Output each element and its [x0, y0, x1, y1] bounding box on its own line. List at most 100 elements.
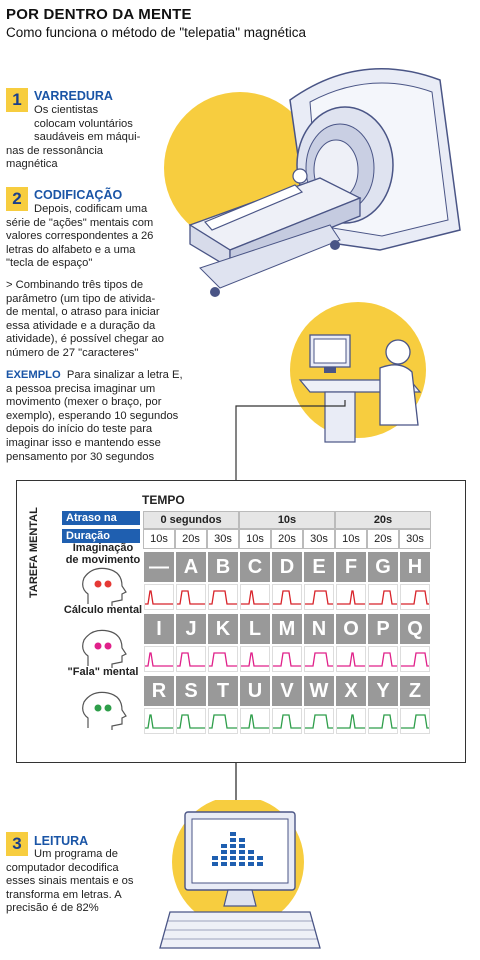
- letter-cell: F: [336, 552, 366, 582]
- step-3-body: Um programa de computador decodifica ess…: [6, 848, 134, 915]
- signal-wave-cell: [208, 646, 238, 672]
- signal-wave: [401, 590, 429, 605]
- signal-wave-cell: [176, 646, 206, 672]
- signal-wave-cell: [368, 708, 398, 734]
- signal-wave: [145, 714, 173, 729]
- signal-wave-cell: [272, 646, 302, 672]
- signal-wave: [241, 652, 269, 667]
- signal-wave: [177, 714, 205, 729]
- keyboard-icon: [159, 911, 321, 949]
- letter-cell: —: [144, 552, 174, 582]
- step-2-number: 2: [6, 187, 28, 211]
- signal-wave: [241, 714, 269, 729]
- duration-header: Duração: [62, 529, 140, 543]
- letter-cell: M: [272, 614, 302, 644]
- head-icon: [82, 567, 127, 606]
- signal-wave: [337, 714, 365, 729]
- signal-wave: [337, 652, 365, 667]
- letter-cell: Z: [400, 676, 430, 706]
- delay-column-header: 20s: [335, 511, 431, 529]
- signal-wave: [305, 714, 333, 729]
- signal-wave-cell: [272, 584, 302, 610]
- signal-wave: [401, 652, 429, 667]
- connector-lines: [235, 400, 346, 480]
- task-label: Cálculo mental: [63, 604, 143, 616]
- signal-wave-cell: [240, 646, 270, 672]
- letter-cell: A: [176, 552, 206, 582]
- letter-cell: V: [272, 676, 302, 706]
- signal-wave: [337, 590, 365, 605]
- letter-cell: U: [240, 676, 270, 706]
- letter-cell: S: [176, 676, 206, 706]
- letter-cell: T: [208, 676, 238, 706]
- signal-wave: [305, 652, 333, 667]
- delay-column-header: 0 segundos: [143, 511, 239, 529]
- signal-wave-cell: [240, 708, 270, 734]
- letter-cell: W: [304, 676, 334, 706]
- tempo-label: TEMPO: [142, 493, 185, 507]
- letter-cell: N: [304, 614, 334, 644]
- signal-wave-cell: [144, 646, 174, 672]
- signal-wave-cell: [336, 646, 366, 672]
- duration-column-header: 30s: [399, 529, 431, 549]
- letter-cell: G: [368, 552, 398, 582]
- letter-cell: Y: [368, 676, 398, 706]
- signal-wave: [209, 590, 237, 605]
- head-icon: [82, 629, 127, 668]
- signal-wave: [177, 590, 205, 605]
- signal-wave: [369, 590, 397, 605]
- page-title: POR DENTRO DA MENTE: [6, 6, 192, 23]
- signal-wave: [209, 714, 237, 729]
- signal-wave: [145, 590, 173, 605]
- duration-column-header: 10s: [143, 529, 175, 549]
- duration-column-header: 20s: [367, 529, 399, 549]
- person-at-computer-illustration: [290, 302, 426, 443]
- signal-wave: [177, 652, 205, 667]
- signal-wave-cell: [144, 584, 174, 610]
- letter-cell: L: [240, 614, 270, 644]
- signal-wave-cell: [144, 708, 174, 734]
- letter-cell: O: [336, 614, 366, 644]
- signal-wave: [369, 714, 397, 729]
- duration-column-header: 30s: [303, 529, 335, 549]
- duration-column-header: 10s: [239, 529, 271, 549]
- letter-cell: B: [208, 552, 238, 582]
- delay-column-header: 10s: [239, 511, 335, 529]
- example-label: EXEMPLO: [6, 369, 61, 381]
- letter-cell: R: [144, 676, 174, 706]
- duration-column-header: 10s: [335, 529, 367, 549]
- signal-wave-cell: [208, 584, 238, 610]
- tarefa-mental-label: TAREFA MENTAL: [28, 507, 40, 598]
- signal-wave-cell: [208, 708, 238, 734]
- step-1-body: Os cientistas colocam voluntários saudáv…: [6, 104, 141, 171]
- signal-wave-cell: [368, 584, 398, 610]
- table-frame: [16, 480, 466, 763]
- equalizer-icon: [212, 832, 263, 866]
- signal-wave-cell: [176, 584, 206, 610]
- duration-column-header: 20s: [271, 529, 303, 549]
- computer-illustration: [159, 800, 321, 949]
- signal-wave: [369, 652, 397, 667]
- signal-wave-cell: [304, 584, 334, 610]
- task-label: "Fala" mental: [67, 666, 139, 678]
- duration-column-header: 30s: [207, 529, 239, 549]
- signal-wave-cell: [400, 646, 430, 672]
- signal-wave: [273, 714, 301, 729]
- letter-cell: Q: [400, 614, 430, 644]
- letter-cell: X: [336, 676, 366, 706]
- example-text: EXEMPLO Para sinalizar a letra E, a pess…: [6, 369, 183, 463]
- combining-note: > Combinando três tipos de parâmetro (um…: [6, 279, 164, 359]
- signal-wave: [241, 590, 269, 605]
- signal-wave-cell: [304, 646, 334, 672]
- step-3-title: LEITURA: [34, 834, 89, 848]
- duration-column-header: 20s: [175, 529, 207, 549]
- letter-cell: E: [304, 552, 334, 582]
- mri-scanner-illustration: [164, 68, 461, 297]
- signal-wave: [273, 590, 301, 605]
- signal-wave-cell: [176, 708, 206, 734]
- signal-wave-cell: [400, 584, 430, 610]
- signal-wave-cell: [240, 584, 270, 610]
- letter-cell: H: [400, 552, 430, 582]
- signal-wave: [209, 652, 237, 667]
